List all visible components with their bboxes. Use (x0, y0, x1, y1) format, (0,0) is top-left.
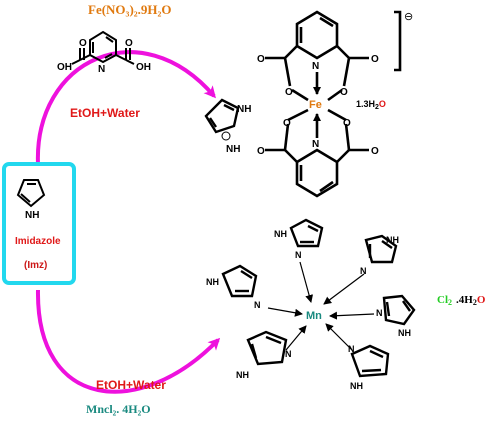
fe-o-8: O (371, 146, 379, 157)
reagent-top-label: Fe(NO₃)₂.9H₂O (88, 2, 172, 17)
mn-ring5-n: N (285, 349, 292, 359)
fe-metal-label: Fe (309, 99, 322, 111)
mn-coordination-bonds (267, 261, 375, 351)
mn-counterion-water-o: O (477, 294, 486, 306)
fe-n-bottom: N (312, 139, 319, 150)
mn-ring2-nh: NH (386, 235, 399, 245)
fe-charge-sign: ⊖ (404, 11, 413, 23)
mn-ring6-nh: NH (350, 381, 363, 391)
fe-o-3: O (371, 54, 379, 65)
mn-ring3-nh: NH (206, 277, 219, 287)
fe-hydrate-label: 1.3H2O (356, 99, 386, 111)
mn-ring3-n: N (254, 300, 261, 310)
mn-imidazole-rings (221, 218, 416, 378)
mn-ring2-n: N (360, 266, 367, 276)
mn-ring1-n: N (295, 250, 302, 260)
mn-ring4-nh: NH (398, 328, 411, 338)
mn-ring5-nh: NH (236, 370, 249, 380)
reaction-arrow-bottom (35, 289, 221, 394)
imidazole-abbr: (Imz) (24, 260, 47, 271)
fe-complex-structure (265, 10, 402, 198)
imidazolium-nh-top: NH (237, 104, 251, 115)
fe-o-2: O (285, 87, 293, 98)
imidazole-name: Imidazole (15, 236, 61, 247)
imidazole-structure (16, 179, 46, 208)
reagent-bottom-label: Mncl₂. 4H₂O (86, 402, 151, 416)
fe-o-4: O (340, 87, 348, 98)
fe-o-1: O (257, 54, 265, 65)
acid-oh-right: OH (136, 62, 151, 73)
imidazolium-charge-circle (221, 131, 231, 141)
fe-o-7: O (343, 118, 351, 129)
fe-hydrate-subscript: 2 (375, 104, 379, 111)
mn-ring1-nh: NH (274, 229, 287, 239)
mn-counterion-cl: Cl (437, 294, 448, 306)
mn-ring4-n: N (376, 308, 383, 318)
mn-counterion-cl-sub: 2 (448, 298, 452, 307)
imidazolium-structure (204, 98, 240, 134)
dipicolinic-acid-structure (71, 30, 135, 65)
imidazole-nh-label: NH (25, 210, 39, 221)
acid-o-left: O (79, 38, 87, 49)
imidazolium-nh-bottom: NH (226, 144, 240, 155)
mn-counterion-water: .4H (456, 294, 473, 306)
mn-counterion-label: Cl2.4H2O (437, 294, 486, 307)
mn-ring6-n: N (348, 344, 355, 354)
acid-o-right: O (125, 38, 133, 49)
fe-o-6: O (257, 146, 265, 157)
solvent-top-label: EtOH+Water (70, 106, 140, 120)
fe-n-top: N (312, 61, 319, 72)
fe-o-5: O (283, 118, 291, 129)
fe-hydrate-prefix: 1.3H (356, 99, 375, 109)
fe-hydrate-oxygen: O (379, 99, 386, 109)
acid-n-label: N (98, 64, 105, 75)
mn-counterion-water-sub: 2 (473, 298, 477, 307)
solvent-bottom-label: EtOH+Water (96, 378, 166, 392)
mn-metal-label: Mn (306, 310, 322, 322)
acid-oh-left: OH (57, 62, 72, 73)
